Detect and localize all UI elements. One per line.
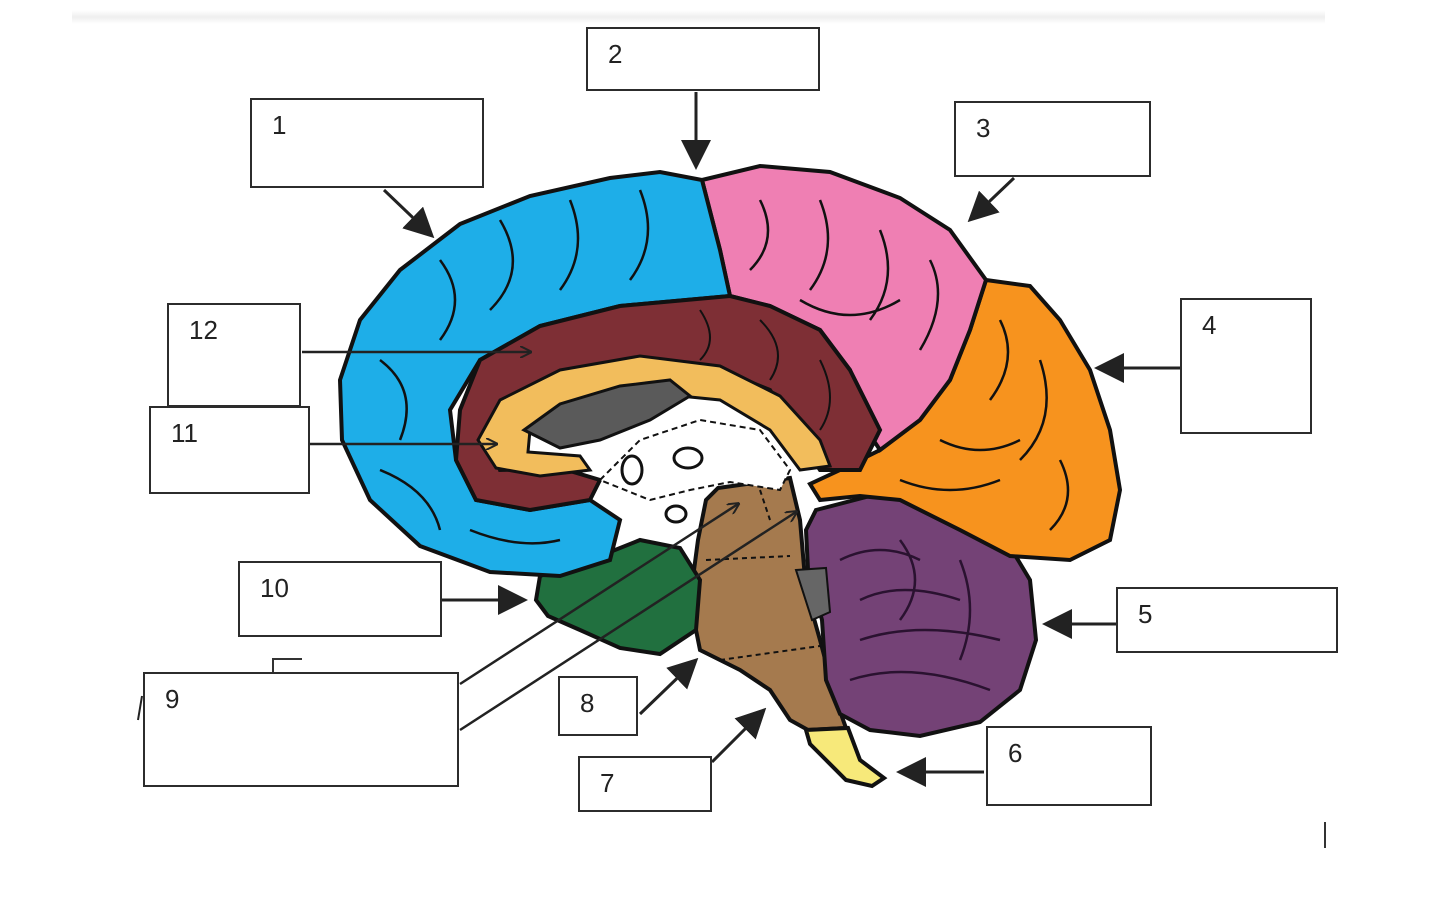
label-number: 10 — [260, 573, 289, 603]
text-cursor-mark — [1324, 822, 1326, 848]
leader-line-1 — [382, 188, 435, 239]
label-number: 1 — [272, 110, 287, 140]
leader-line-7 — [710, 707, 767, 764]
label-number: 7 — [600, 768, 615, 798]
cingulate-sulci — [699, 309, 831, 431]
leader-line-3 — [967, 176, 1016, 223]
label-number: 3 — [976, 113, 991, 143]
corpus-callosum — [476, 354, 833, 478]
label-box-1[interactable]: 1 — [250, 98, 484, 188]
label-box-4[interactable]: 4 — [1180, 298, 1312, 434]
parietal-sulci — [749, 199, 940, 351]
label-box-11[interactable]: 11 — [149, 406, 310, 494]
mammillary-body — [672, 446, 704, 470]
optic-chiasm — [664, 504, 688, 524]
frontal-sulci — [379, 189, 650, 545]
label-number: 2 — [608, 39, 623, 69]
label-box-12[interactable]: 12 — [167, 303, 301, 407]
cerebellum-folia — [839, 539, 1001, 692]
label-box-6[interactable]: 6 — [986, 726, 1152, 806]
label-box-2[interactable]: 2 — [586, 27, 820, 91]
anterior-commissure — [620, 454, 644, 486]
label-number: 4 — [1202, 310, 1217, 340]
label-number: 8 — [580, 688, 595, 718]
label-box-8[interactable]: 8 — [558, 676, 638, 736]
leader-line-9a — [459, 504, 738, 686]
top-shadow-band — [72, 10, 1325, 24]
leader-line-8 — [638, 657, 699, 716]
brainstem-divisions — [705, 489, 821, 661]
stray-bracket-mark — [272, 658, 302, 672]
label-box-5[interactable]: 5 — [1116, 587, 1338, 653]
stray-arrow-left — [137, 695, 143, 721]
label-box-9[interactable]: 9 — [143, 672, 459, 787]
label-box-7[interactable]: 7 — [578, 756, 712, 812]
leader-line-9b — [459, 512, 796, 732]
label-number: 12 — [189, 315, 218, 345]
label-number: 9 — [165, 684, 180, 714]
label-box-10[interactable]: 10 — [238, 561, 442, 637]
occipital-sulci — [899, 319, 1070, 531]
label-number: 6 — [1008, 738, 1023, 768]
label-number: 11 — [171, 418, 198, 448]
label-box-3[interactable]: 3 — [954, 101, 1151, 177]
medulla-region — [803, 725, 888, 789]
label-number: 5 — [1138, 599, 1153, 629]
lateral-ventricle — [521, 378, 693, 450]
fourth-ventricle-area — [794, 566, 832, 622]
